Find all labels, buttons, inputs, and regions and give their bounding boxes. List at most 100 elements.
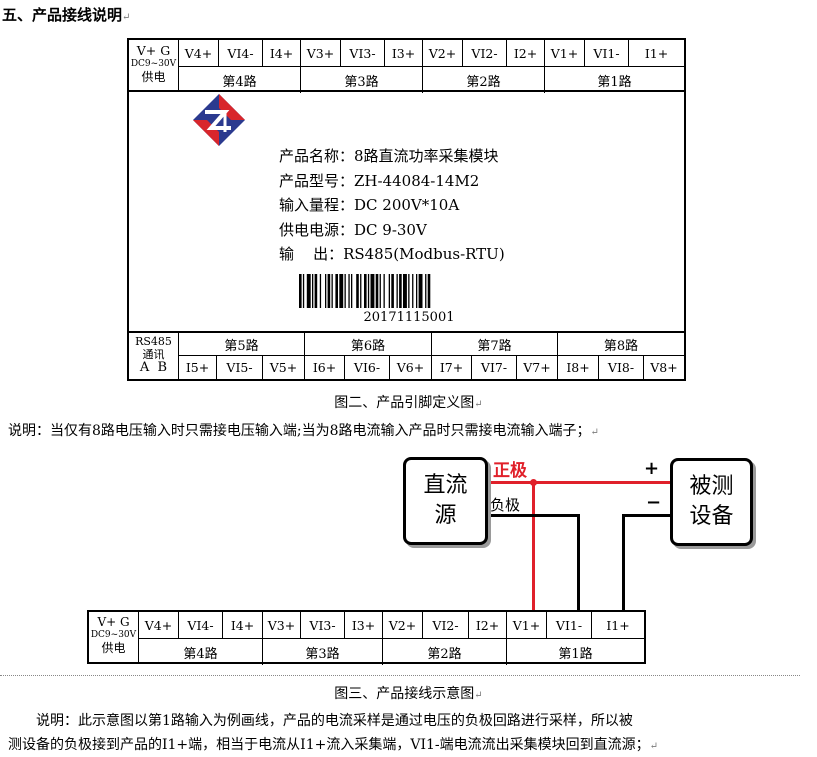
channel-group: 第3路 bbox=[263, 639, 383, 665]
paragraph-mark: ↵ bbox=[590, 427, 599, 438]
top-pins: V4+ VI4- I4+ V3+ VI3- I3+ V2+ VI2- I2+ V… bbox=[179, 40, 684, 93]
barcode-bar bbox=[416, 274, 418, 308]
barcode-bar bbox=[314, 274, 318, 308]
barcode-bar bbox=[412, 274, 414, 308]
barcode-bar bbox=[327, 274, 331, 308]
top-group-row: 第4路 第3路 第2路 第1路 bbox=[179, 67, 684, 93]
barcode-bar bbox=[306, 274, 311, 308]
barcode-bar bbox=[364, 274, 367, 308]
barcode-bar bbox=[427, 274, 431, 308]
power-voltage: DC9~30V bbox=[90, 630, 137, 640]
pin: VI2- bbox=[423, 612, 469, 638]
top-terminal-strip: V+ G DC9~30V 供电 V4+ VI4- I4+ V3+ VI3- I3… bbox=[129, 40, 684, 93]
negative-wire-drop bbox=[577, 514, 580, 612]
bottom-pins: 第5路 第6路 第7路 第8路 I5+ VI5- V5+ I6+ VI6- V6… bbox=[179, 333, 684, 379]
product-model: 产品型号：ZH-44084-14M2 bbox=[279, 171, 480, 190]
bottom-terminal-strip: RS485 通讯 A B 第5路 第6路 第7路 第8路 I5+ VI5- V5… bbox=[129, 331, 684, 379]
barcode-bar bbox=[383, 274, 385, 308]
barcode-bar bbox=[370, 274, 375, 308]
positive-label: 正极 bbox=[493, 461, 527, 481]
channel-group: 第2路 bbox=[423, 67, 545, 93]
device-under-test-box: 被测 设备 bbox=[670, 458, 753, 546]
barcode-bar bbox=[344, 274, 346, 308]
power-terminal: V+ G DC9~30V 供电 bbox=[129, 40, 179, 90]
barcode-bar bbox=[375, 274, 379, 308]
device-label-2: 设备 bbox=[689, 504, 734, 529]
rs485-ab: A B bbox=[139, 360, 168, 375]
power-terminal: V+ G DC9~30V 供电 bbox=[89, 612, 139, 662]
barcode-bar bbox=[367, 274, 370, 308]
barcode-bar bbox=[348, 274, 350, 308]
junction-dot bbox=[530, 479, 537, 486]
barcode-bar bbox=[399, 274, 402, 308]
note-2-line-1: 说明：此示意图以第1路输入为例画线，产品的电流采样是通过电压的负极回路进行采样，… bbox=[36, 713, 633, 729]
positive-wire bbox=[488, 481, 670, 484]
pin: I8+ bbox=[558, 356, 599, 379]
wiring-pins: V4+ VI4- I4+ V3+ VI3- I3+ V2+ VI2- I2+ V… bbox=[139, 612, 644, 665]
pin: I4+ bbox=[263, 40, 301, 66]
paragraph-mark: ↵ bbox=[474, 690, 483, 701]
output-protocol: 输 出：RS485(Modbus-RTU) bbox=[279, 245, 505, 263]
wiring-terminal-strip: V+ G DC9~30V 供电 V4+ VI4- I4+ V3+ VI3- I3… bbox=[87, 610, 646, 665]
pin: I2+ bbox=[469, 612, 507, 638]
pin: V2+ bbox=[383, 612, 423, 638]
input-range: 输入量程：DC 200V*10A bbox=[279, 196, 460, 214]
barcode-bar bbox=[403, 274, 407, 308]
paragraph-mark: ↵ bbox=[649, 741, 659, 752]
dc-source-label-2: 源 bbox=[434, 503, 457, 528]
power-caption: 供电 bbox=[101, 641, 126, 655]
wiring-group-row: 第4路 第3路 第2路 第1路 bbox=[139, 639, 644, 665]
rs485-label: RS485 bbox=[135, 335, 172, 348]
rs485-terminal: RS485 通讯 A B bbox=[129, 333, 179, 379]
pin: V4+ bbox=[179, 40, 219, 66]
paragraph-mark: ↵ bbox=[474, 399, 483, 410]
pin: VI8- bbox=[599, 356, 644, 379]
pin: I7+ bbox=[432, 356, 472, 379]
barcode-bar bbox=[335, 274, 338, 308]
module-diagram: V+ G DC9~30V 供电 V4+ VI4- I4+ V3+ VI3- I3… bbox=[127, 38, 686, 381]
section-heading: 五、产品接线说明↵ bbox=[2, 4, 130, 25]
channel-group: 第1路 bbox=[558, 646, 593, 662]
pin: VI3- bbox=[341, 40, 385, 66]
pin: VI5- bbox=[217, 356, 263, 379]
pin: I1+ bbox=[644, 45, 669, 61]
pin: V4+ bbox=[139, 612, 179, 638]
pin: VI4- bbox=[219, 40, 263, 66]
device-label-1: 被测 bbox=[689, 474, 734, 499]
channel-group: 第1路 bbox=[597, 74, 632, 90]
paragraph-mark: ↵ bbox=[122, 12, 131, 23]
channel-group: 第4路 bbox=[139, 639, 263, 665]
device-negative-wire-drop bbox=[622, 514, 625, 612]
pin: V7+ bbox=[517, 356, 558, 379]
negative-label: 负极 bbox=[490, 496, 521, 514]
power-supply: 供电电源：DC 9-30V bbox=[279, 220, 427, 239]
rs485-caption: 通讯 bbox=[142, 348, 165, 361]
company-logo bbox=[193, 94, 245, 146]
barcode-bar bbox=[339, 274, 344, 308]
figure-2-caption: 图二、产品引脚定义图↵ bbox=[0, 392, 817, 412]
pin: I6+ bbox=[305, 356, 345, 379]
barcode-bar bbox=[360, 274, 362, 308]
wiring-pin-row: V4+ VI4- I4+ V3+ VI3- I3+ V2+ VI2- I2+ V… bbox=[139, 612, 644, 639]
note-1-text: 说明：当仅有8路电压输入时只需接电压输入端;当为8路电流输入产品时只需接电流输入… bbox=[8, 423, 591, 439]
pin: VI7- bbox=[472, 356, 517, 379]
pin: V3+ bbox=[301, 40, 341, 66]
figure-3-caption: 图三、产品接线示意图↵ bbox=[0, 683, 817, 703]
pin: VI2- bbox=[463, 40, 507, 66]
channel-group: 第4路 bbox=[179, 67, 301, 93]
product-info: 产品名称：8路直流功率采集模块 产品型号：ZH-44084-14M2 输入量程：… bbox=[279, 144, 505, 267]
channel-group: 第8路 bbox=[603, 338, 639, 354]
pin: V8+ bbox=[650, 360, 678, 375]
pin: V2+ bbox=[423, 40, 463, 66]
pin: I2+ bbox=[507, 40, 545, 66]
pin: I5+ bbox=[179, 356, 217, 379]
minus-sign: − bbox=[646, 492, 662, 513]
channel-group: 第3路 bbox=[301, 67, 423, 93]
note-2-line-2-text: 测设备的负极接到产品的I1+端，相当于电流从I1+流入采集端，VI1-端电流流出… bbox=[8, 737, 650, 753]
bottom-group-row: 第5路 第6路 第7路 第8路 bbox=[179, 333, 684, 356]
pin: I4+ bbox=[223, 612, 263, 638]
negative-wire bbox=[488, 514, 580, 517]
barcode-bar bbox=[379, 274, 381, 308]
channel-group: 第2路 bbox=[383, 639, 507, 665]
